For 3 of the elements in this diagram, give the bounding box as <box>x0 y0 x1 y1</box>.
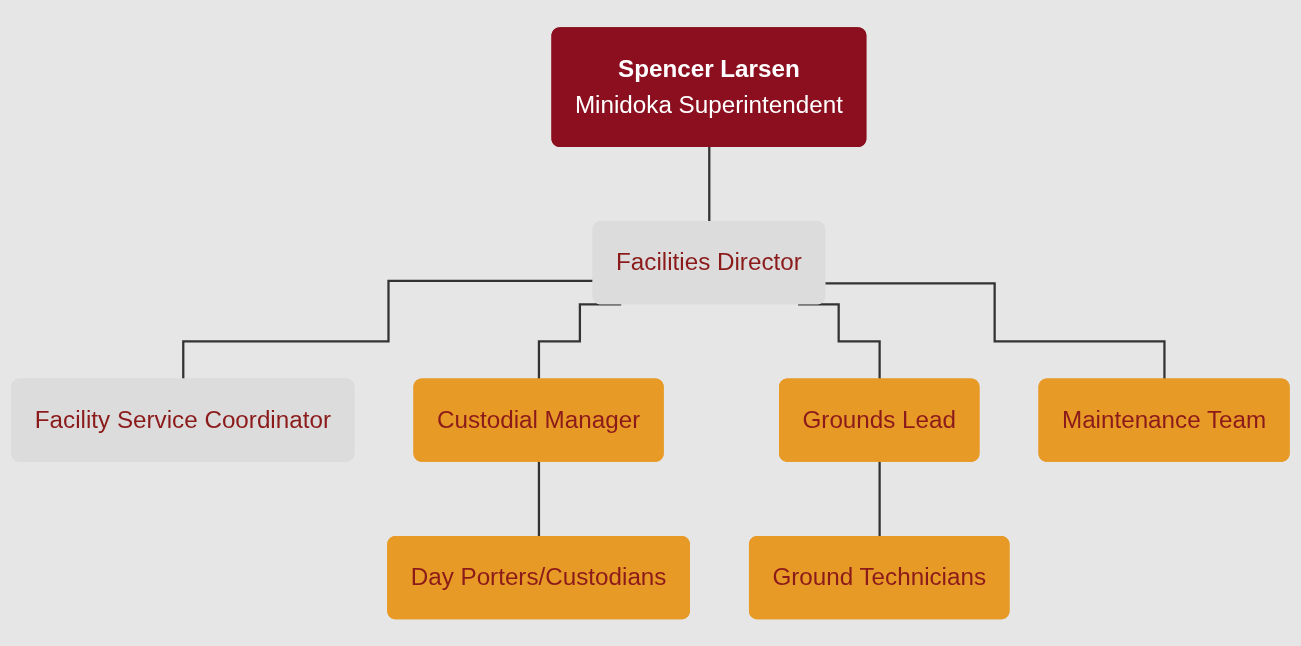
connector <box>825 282 1166 381</box>
connector <box>798 302 882 381</box>
connector <box>537 302 622 381</box>
